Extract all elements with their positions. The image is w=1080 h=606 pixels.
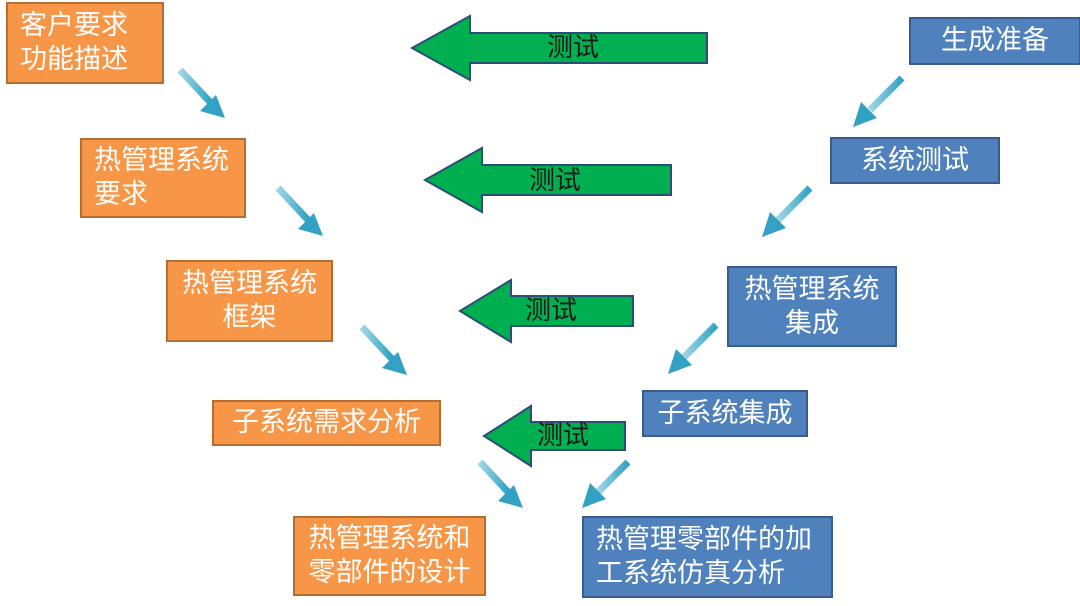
flow-arrow-left-4 <box>477 459 523 508</box>
flow-arrow-right-4 <box>582 459 631 508</box>
right-box-4-text: 子系统集成 <box>657 397 793 429</box>
left-box-4-text: 子系统需求分析 <box>232 407 421 438</box>
test-arrow-4 <box>482 404 626 468</box>
right-box-5-text: 热管理零部件的加 工系统仿真分析 <box>596 524 812 589</box>
left-box-1: 客户要求 功能描述 <box>6 2 164 84</box>
left-box-2-text: 热管理系统 要求 <box>94 145 229 210</box>
left-box-5: 热管理系统和 零部件的设计 <box>293 516 486 596</box>
test-arrow-label-3: 测试 <box>524 296 577 326</box>
flow-arrow-left-2 <box>275 185 323 236</box>
flow-arrow-right-1 <box>853 75 905 127</box>
left-box-3: 热管理系统 框架 <box>166 260 333 342</box>
right-box-2-text: 系统测试 <box>861 144 969 176</box>
right-box-3-text: 热管理系统 集成 <box>744 273 880 339</box>
flow-arrow-right-2 <box>762 185 813 237</box>
test-arrow-1 <box>409 14 708 82</box>
flow-arrow-left-1 <box>177 67 225 118</box>
right-box-1: 生成准备 <box>909 17 1080 65</box>
left-box-3-text: 热管理系统 框架 <box>182 268 317 333</box>
right-box-2: 系统测试 <box>830 137 1000 184</box>
test-arrow-3 <box>458 278 634 344</box>
flow-arrow-left-3 <box>359 324 407 375</box>
test-arrow-label-1: 测试 <box>546 33 599 63</box>
right-box-4: 子系统集成 <box>642 390 808 437</box>
test-arrow-2 <box>422 146 672 214</box>
left-box-2: 热管理系统 要求 <box>80 138 246 218</box>
test-arrow-label-4: 测试 <box>536 421 589 451</box>
left-box-5-text: 热管理系统和 零部件的设计 <box>308 523 471 588</box>
test-arrow-label-2: 测试 <box>528 166 581 196</box>
left-box-1-text: 客户要求 功能描述 <box>20 10 128 75</box>
right-box-5: 热管理零部件的加 工系统仿真分析 <box>582 516 833 598</box>
right-box-3: 热管理系统 集成 <box>727 266 897 347</box>
left-box-4: 子系统需求分析 <box>212 400 441 446</box>
flow-arrow-right-3 <box>668 322 719 374</box>
right-box-1-text: 生成准备 <box>941 25 1049 56</box>
